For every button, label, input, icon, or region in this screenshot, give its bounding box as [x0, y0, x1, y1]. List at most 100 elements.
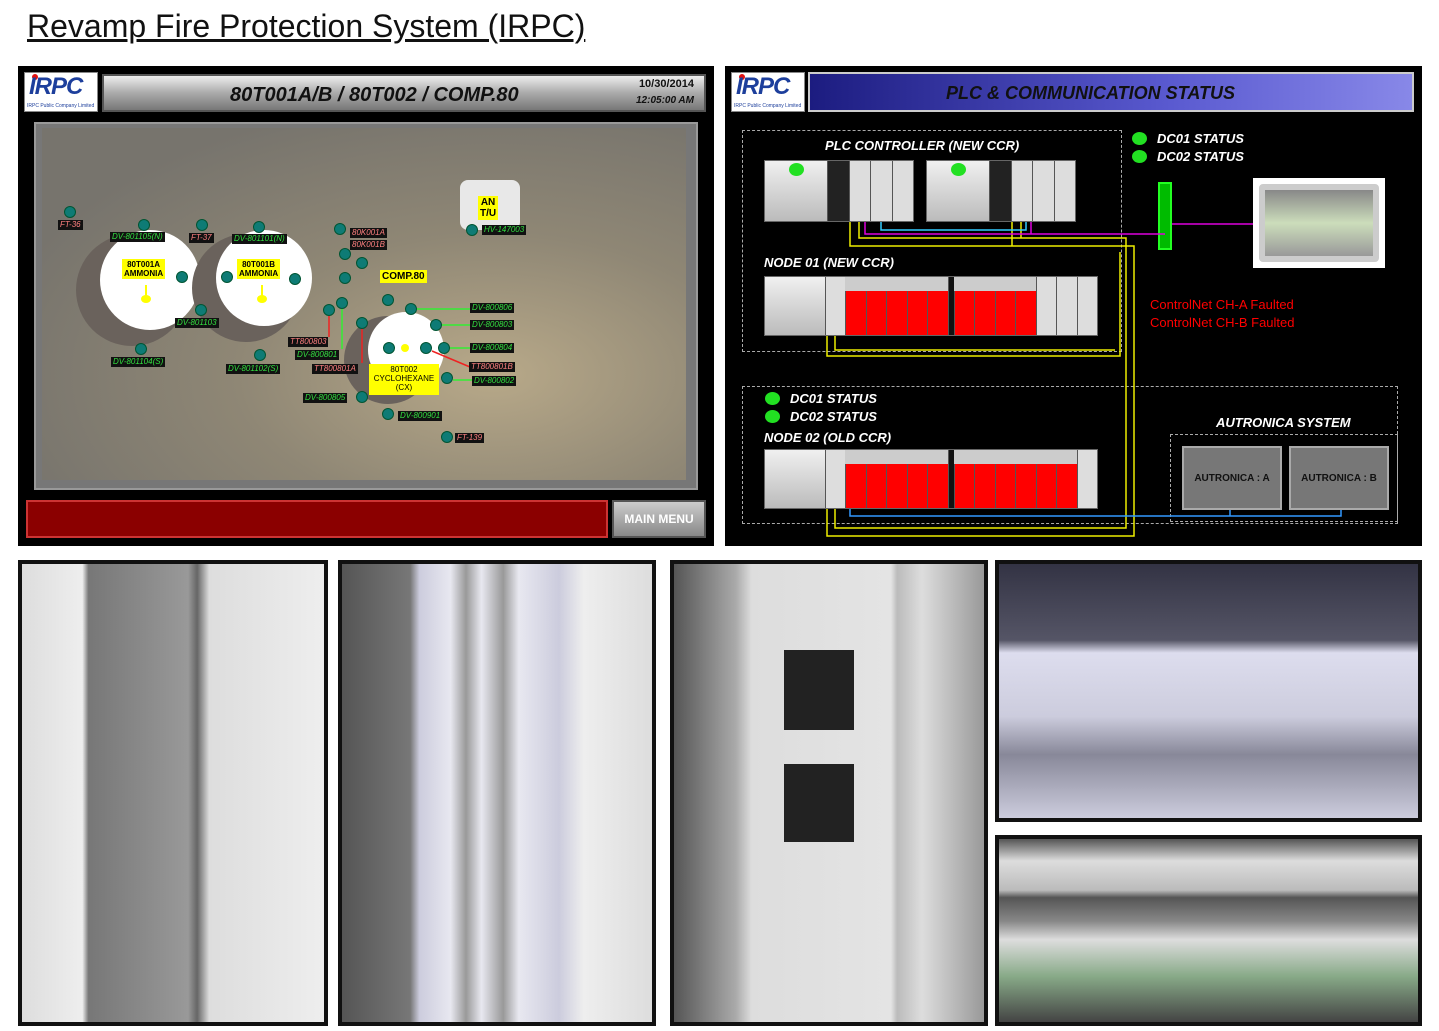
page-title: Revamp Fire Protection System (IRPC) — [27, 8, 586, 44]
device-marker[interactable] — [382, 408, 394, 420]
device-marker[interactable] — [356, 257, 368, 269]
logo-subtext: IRPC Public Company Limited — [27, 103, 95, 109]
device-marker[interactable] — [441, 372, 453, 384]
device-marker[interactable] — [441, 431, 453, 443]
autronica-a-button[interactable]: AUTRONICA : A — [1182, 446, 1282, 510]
node02-dc01-status-icon — [765, 392, 780, 405]
tag-ft-139[interactable]: FT-139 — [455, 433, 485, 443]
level-indicator — [257, 295, 267, 303]
tag-dv-801104[interactable]: DV-801104(S) — [111, 357, 166, 367]
hmi-map-screen: IRPC IRPC Public Company Limited 80T001A/… — [18, 66, 714, 546]
tag-dv-800901[interactable]: DV-800901 — [398, 411, 443, 421]
tag-dv-800806[interactable]: DV-800806 — [470, 303, 515, 313]
device-marker[interactable] — [420, 342, 432, 354]
tag-ft-37[interactable]: FT-37 — [189, 233, 214, 243]
device-marker[interactable] — [195, 304, 207, 316]
tag-dv-801102[interactable]: DV-801102(S) — [226, 364, 281, 374]
device-marker[interactable] — [323, 304, 335, 316]
network-switch[interactable] — [1158, 182, 1172, 250]
tag-ft-36[interactable]: FT-36 — [58, 220, 83, 230]
device-marker[interactable] — [138, 219, 150, 231]
tag-dv-800802[interactable]: DV-800802 — [472, 376, 517, 386]
device-marker[interactable] — [438, 342, 450, 354]
network-cables — [826, 222, 1342, 537]
controlnet-chb-fault: ControlNet CH-B Faulted — [1150, 315, 1295, 330]
main-menu-button[interactable]: MAIN MENU — [612, 500, 706, 538]
hmi-panel-image[interactable] — [1253, 178, 1385, 268]
device-marker[interactable] — [382, 294, 394, 306]
device-marker[interactable] — [334, 223, 346, 235]
device-marker[interactable] — [466, 224, 478, 236]
device-marker[interactable] — [221, 271, 233, 283]
logo-subtext: IRPC Public Company Limited — [734, 103, 802, 109]
tag-80k001a[interactable]: 80K001A — [350, 228, 387, 238]
tank-id: 80T001A — [127, 260, 161, 269]
plc-controller-rack-a[interactable] — [764, 160, 914, 222]
screen-header: 80T001A/B / 80T002 / COMP.80 10/30/2014 … — [102, 74, 706, 112]
tank-id: 80T002 — [390, 365, 418, 374]
photo-cabinet-panel-1 — [18, 560, 328, 1026]
new-ccr-area — [742, 130, 1122, 352]
device-marker[interactable] — [289, 273, 301, 285]
device-marker[interactable] — [405, 303, 417, 315]
tank-product-code: (CX) — [395, 383, 413, 392]
photo-plc-rack — [995, 560, 1422, 822]
node02-dc01-label: DC01 STATUS — [790, 391, 877, 406]
device-marker[interactable] — [339, 272, 351, 284]
tag-dv-801103[interactable]: DV-801103 — [175, 318, 219, 328]
device-marker[interactable] — [356, 317, 368, 329]
autronica-system-label: AUTRONICA SYSTEM — [1216, 415, 1351, 430]
photo-terminal-wiring — [995, 835, 1422, 1026]
tag-tt800803[interactable]: TT800803 — [288, 337, 329, 347]
dc02-status-icon — [1132, 150, 1147, 163]
plc-controller-rack-b[interactable] — [926, 160, 1076, 222]
logo-dot — [739, 74, 745, 80]
dc01-status-icon — [1132, 132, 1147, 145]
dc02-status-label: DC02 STATUS — [1157, 149, 1244, 164]
device-marker[interactable] — [339, 248, 351, 260]
controlnet-cha-fault: ControlNet CH-A Faulted — [1150, 297, 1294, 312]
node02-rack[interactable] — [764, 449, 1098, 509]
autronica-b-button[interactable]: AUTRONICA : B — [1289, 446, 1389, 510]
tag-dv-800801[interactable]: DV-800801 — [295, 350, 340, 360]
tag-dv-801105[interactable]: DV-801105(N) — [110, 232, 165, 242]
tag-leader-lines — [328, 308, 472, 381]
tank-product: CYCLOHEXANE — [373, 374, 435, 383]
device-marker[interactable] — [254, 349, 266, 361]
tag-dv-801101[interactable]: DV-801101(N) — [232, 234, 287, 244]
tank-id: 80T001B — [242, 260, 276, 269]
display-unit — [784, 764, 854, 842]
alarm-banner — [26, 500, 608, 538]
device-marker[interactable] — [253, 221, 265, 233]
screen-header: PLC & COMMUNICATION STATUS — [808, 72, 1414, 112]
controller-b-status-icon — [951, 163, 966, 176]
tag-tt800801b[interactable]: TT800801B — [469, 362, 515, 372]
device-marker[interactable] — [135, 343, 147, 355]
comp-80-label[interactable]: COMP.80 — [380, 270, 427, 283]
tag-tt800801a[interactable]: TT800801A — [312, 364, 358, 374]
device-marker[interactable] — [176, 271, 188, 283]
tag-dv-800804[interactable]: DV-800804 — [470, 343, 515, 353]
node01-rack[interactable] — [764, 276, 1098, 336]
device-marker[interactable] — [356, 391, 368, 403]
tank-product: AMMONIA — [239, 269, 279, 278]
device-marker[interactable] — [336, 297, 348, 309]
display-unit — [784, 650, 854, 730]
device-marker[interactable] — [383, 342, 395, 354]
tag-hv-147003[interactable]: HV-147003 — [482, 225, 527, 235]
device-marker[interactable] — [430, 319, 442, 331]
tag-dv-800805[interactable]: DV-800805 — [303, 393, 348, 403]
tag-dv-800803[interactable]: DV-800803 — [470, 320, 515, 330]
device-marker[interactable] — [196, 219, 208, 231]
time: 12:05:00 AM — [636, 95, 694, 106]
controller-a-status-icon — [789, 163, 804, 176]
tag-80k001b[interactable]: 80K001B — [350, 240, 387, 250]
logo-text: IRPC — [29, 73, 83, 100]
device-marker[interactable] — [64, 206, 76, 218]
level-stem — [261, 285, 263, 299]
